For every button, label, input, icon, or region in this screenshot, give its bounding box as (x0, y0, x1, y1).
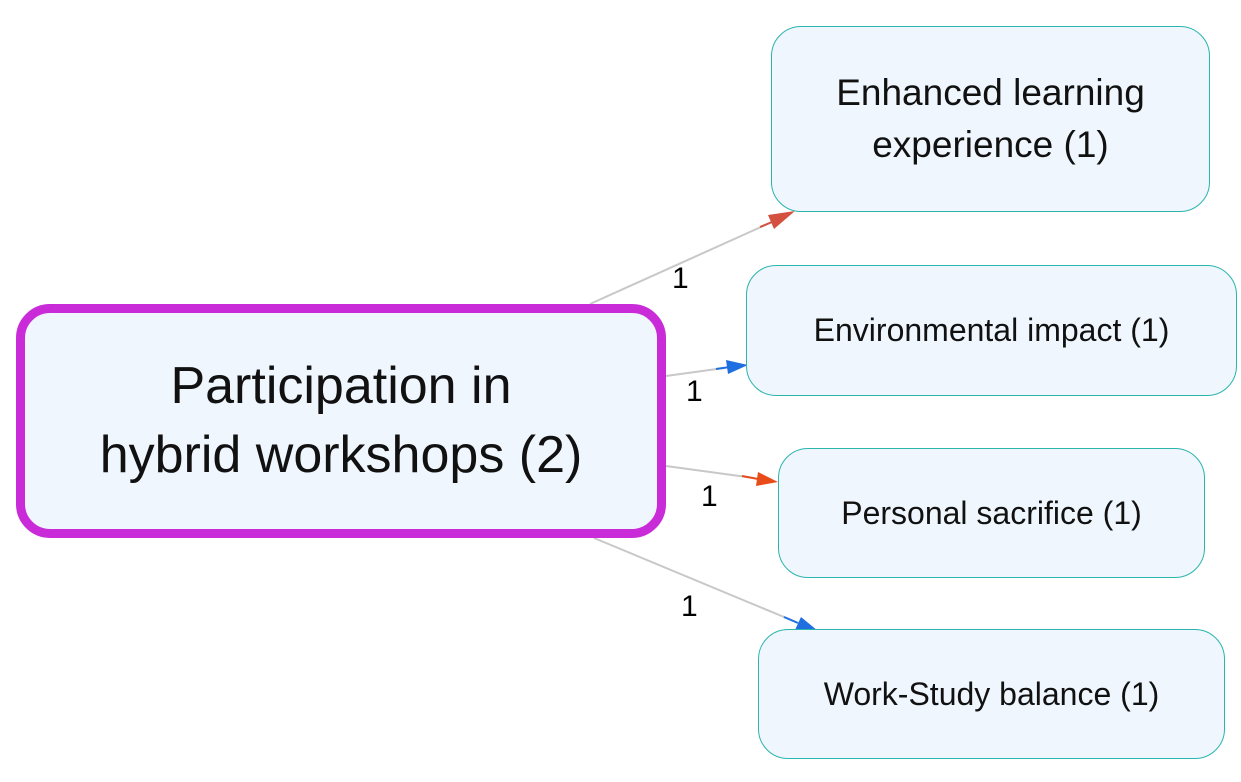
node-personal-sacrifice-label: Personal sacrifice (1) (841, 494, 1142, 531)
node-work-study-balance[interactable]: Work-Study balance (1) (758, 629, 1225, 759)
arrowhead-enhanced-learning (768, 211, 795, 229)
central-node-line-2: hybrid workshops (2) (99, 426, 583, 484)
edge-label-personal-sacrifice: 1 (701, 480, 718, 513)
edge-label-environmental-impact: 1 (686, 375, 703, 408)
arrowhead-work-study-balance (795, 617, 818, 631)
edge-label-enhanced-learning: 1 (672, 262, 689, 295)
edge-environmental-impact (665, 360, 748, 377)
edge-enhanced-learning (589, 211, 795, 305)
arrowhead-personal-sacrifice (756, 472, 778, 486)
node-work-study-balance-label: Work-Study balance (1) (823, 675, 1160, 712)
node-enhanced-learning-line-2: experience (1) (872, 124, 1109, 165)
node-enhanced-learning-line-1: Enhanced learning (836, 72, 1145, 114)
edge-label-work-study-balance: 1 (681, 590, 698, 623)
node-enhanced-learning-label: Enhanced learning experience (1) (836, 67, 1145, 171)
central-node-line-1: Participation in (170, 357, 512, 416)
central-node-participation[interactable]: Participation in hybrid workshops (2) (16, 304, 666, 538)
node-enhanced-learning[interactable]: Enhanced learning experience (1) (771, 26, 1210, 212)
node-personal-sacrifice[interactable]: Personal sacrifice (1) (778, 448, 1205, 578)
central-node-label: Participation in hybrid workshops (2) (100, 352, 583, 489)
arrowhead-environmental-impact (726, 360, 748, 374)
edge-work-study-balance (593, 537, 818, 631)
node-environmental-impact[interactable]: Environmental impact (1) (746, 265, 1237, 396)
node-environmental-impact-label: Environmental impact (1) (813, 312, 1170, 348)
edge-personal-sacrifice (665, 465, 778, 486)
